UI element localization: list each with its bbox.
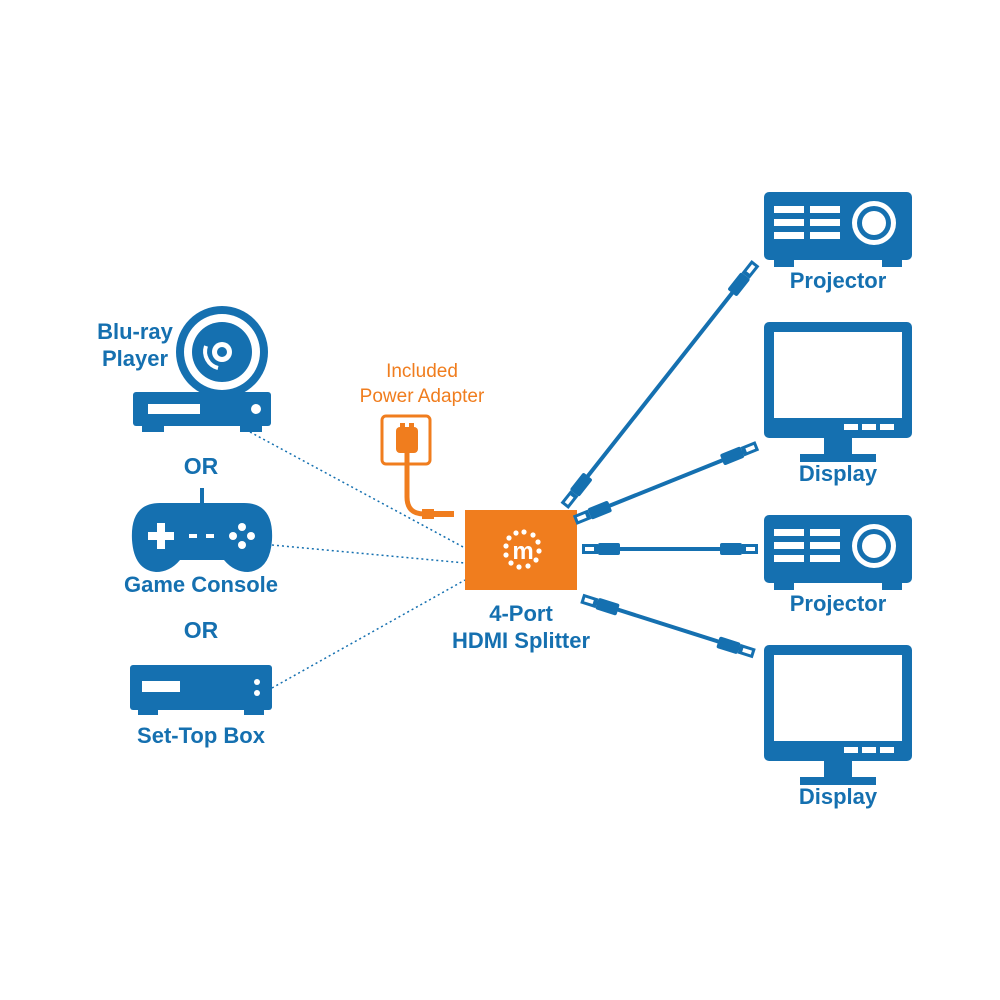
projector-icon <box>764 192 912 267</box>
splitter-logo-letter: m <box>512 538 533 565</box>
or-label-2: OR <box>183 617 219 643</box>
set-top-box-icon <box>130 665 272 715</box>
splitter-label: 4-Port HDMI Splitter <box>430 600 612 654</box>
hdmi-cable-2 <box>572 440 760 526</box>
display-icon <box>764 322 912 462</box>
hdmi-cable-1 <box>559 259 761 510</box>
power-label-line1: Included <box>386 361 458 382</box>
power-adapter-label: Included Power Adapter <box>330 359 514 409</box>
output-label-display-1: Display <box>798 461 878 486</box>
game-console-label: Game Console <box>123 572 279 597</box>
game-controller-icon <box>131 488 273 572</box>
manhattan-logo: m <box>503 529 542 570</box>
bluray-player-icon <box>133 306 271 432</box>
power-label-line2: Power Adapter <box>359 386 485 407</box>
splitter-label-line2: HDMI Splitter <box>451 628 591 653</box>
display-icon <box>764 645 912 785</box>
output-label-projector-2: Projector <box>789 591 887 616</box>
bluray-player-label: Blu-ray Player <box>60 318 210 372</box>
bluray-label-line1: Blu-ray <box>97 319 173 344</box>
bluray-connection-line <box>249 431 466 549</box>
or-label-1: OR <box>183 453 219 479</box>
projector-icon <box>764 515 912 590</box>
hdmi-splitter-box: m <box>465 510 577 590</box>
settop-connection-line <box>271 579 466 689</box>
splitter-label-line1: 4-Port <box>489 601 553 626</box>
output-cables <box>559 259 761 660</box>
output-label-projector-1: Projector <box>789 268 887 293</box>
hdmi-cable-3 <box>582 543 758 555</box>
output-label-display-2: Display <box>798 784 878 809</box>
set-top-box-label: Set-Top Box <box>137 723 265 748</box>
power-adapter-icon <box>380 414 454 519</box>
hdmi-cable-4 <box>579 592 757 660</box>
console-connection-line <box>271 544 466 564</box>
bluray-label-line2: Player <box>101 346 169 371</box>
source-connections <box>249 431 466 689</box>
